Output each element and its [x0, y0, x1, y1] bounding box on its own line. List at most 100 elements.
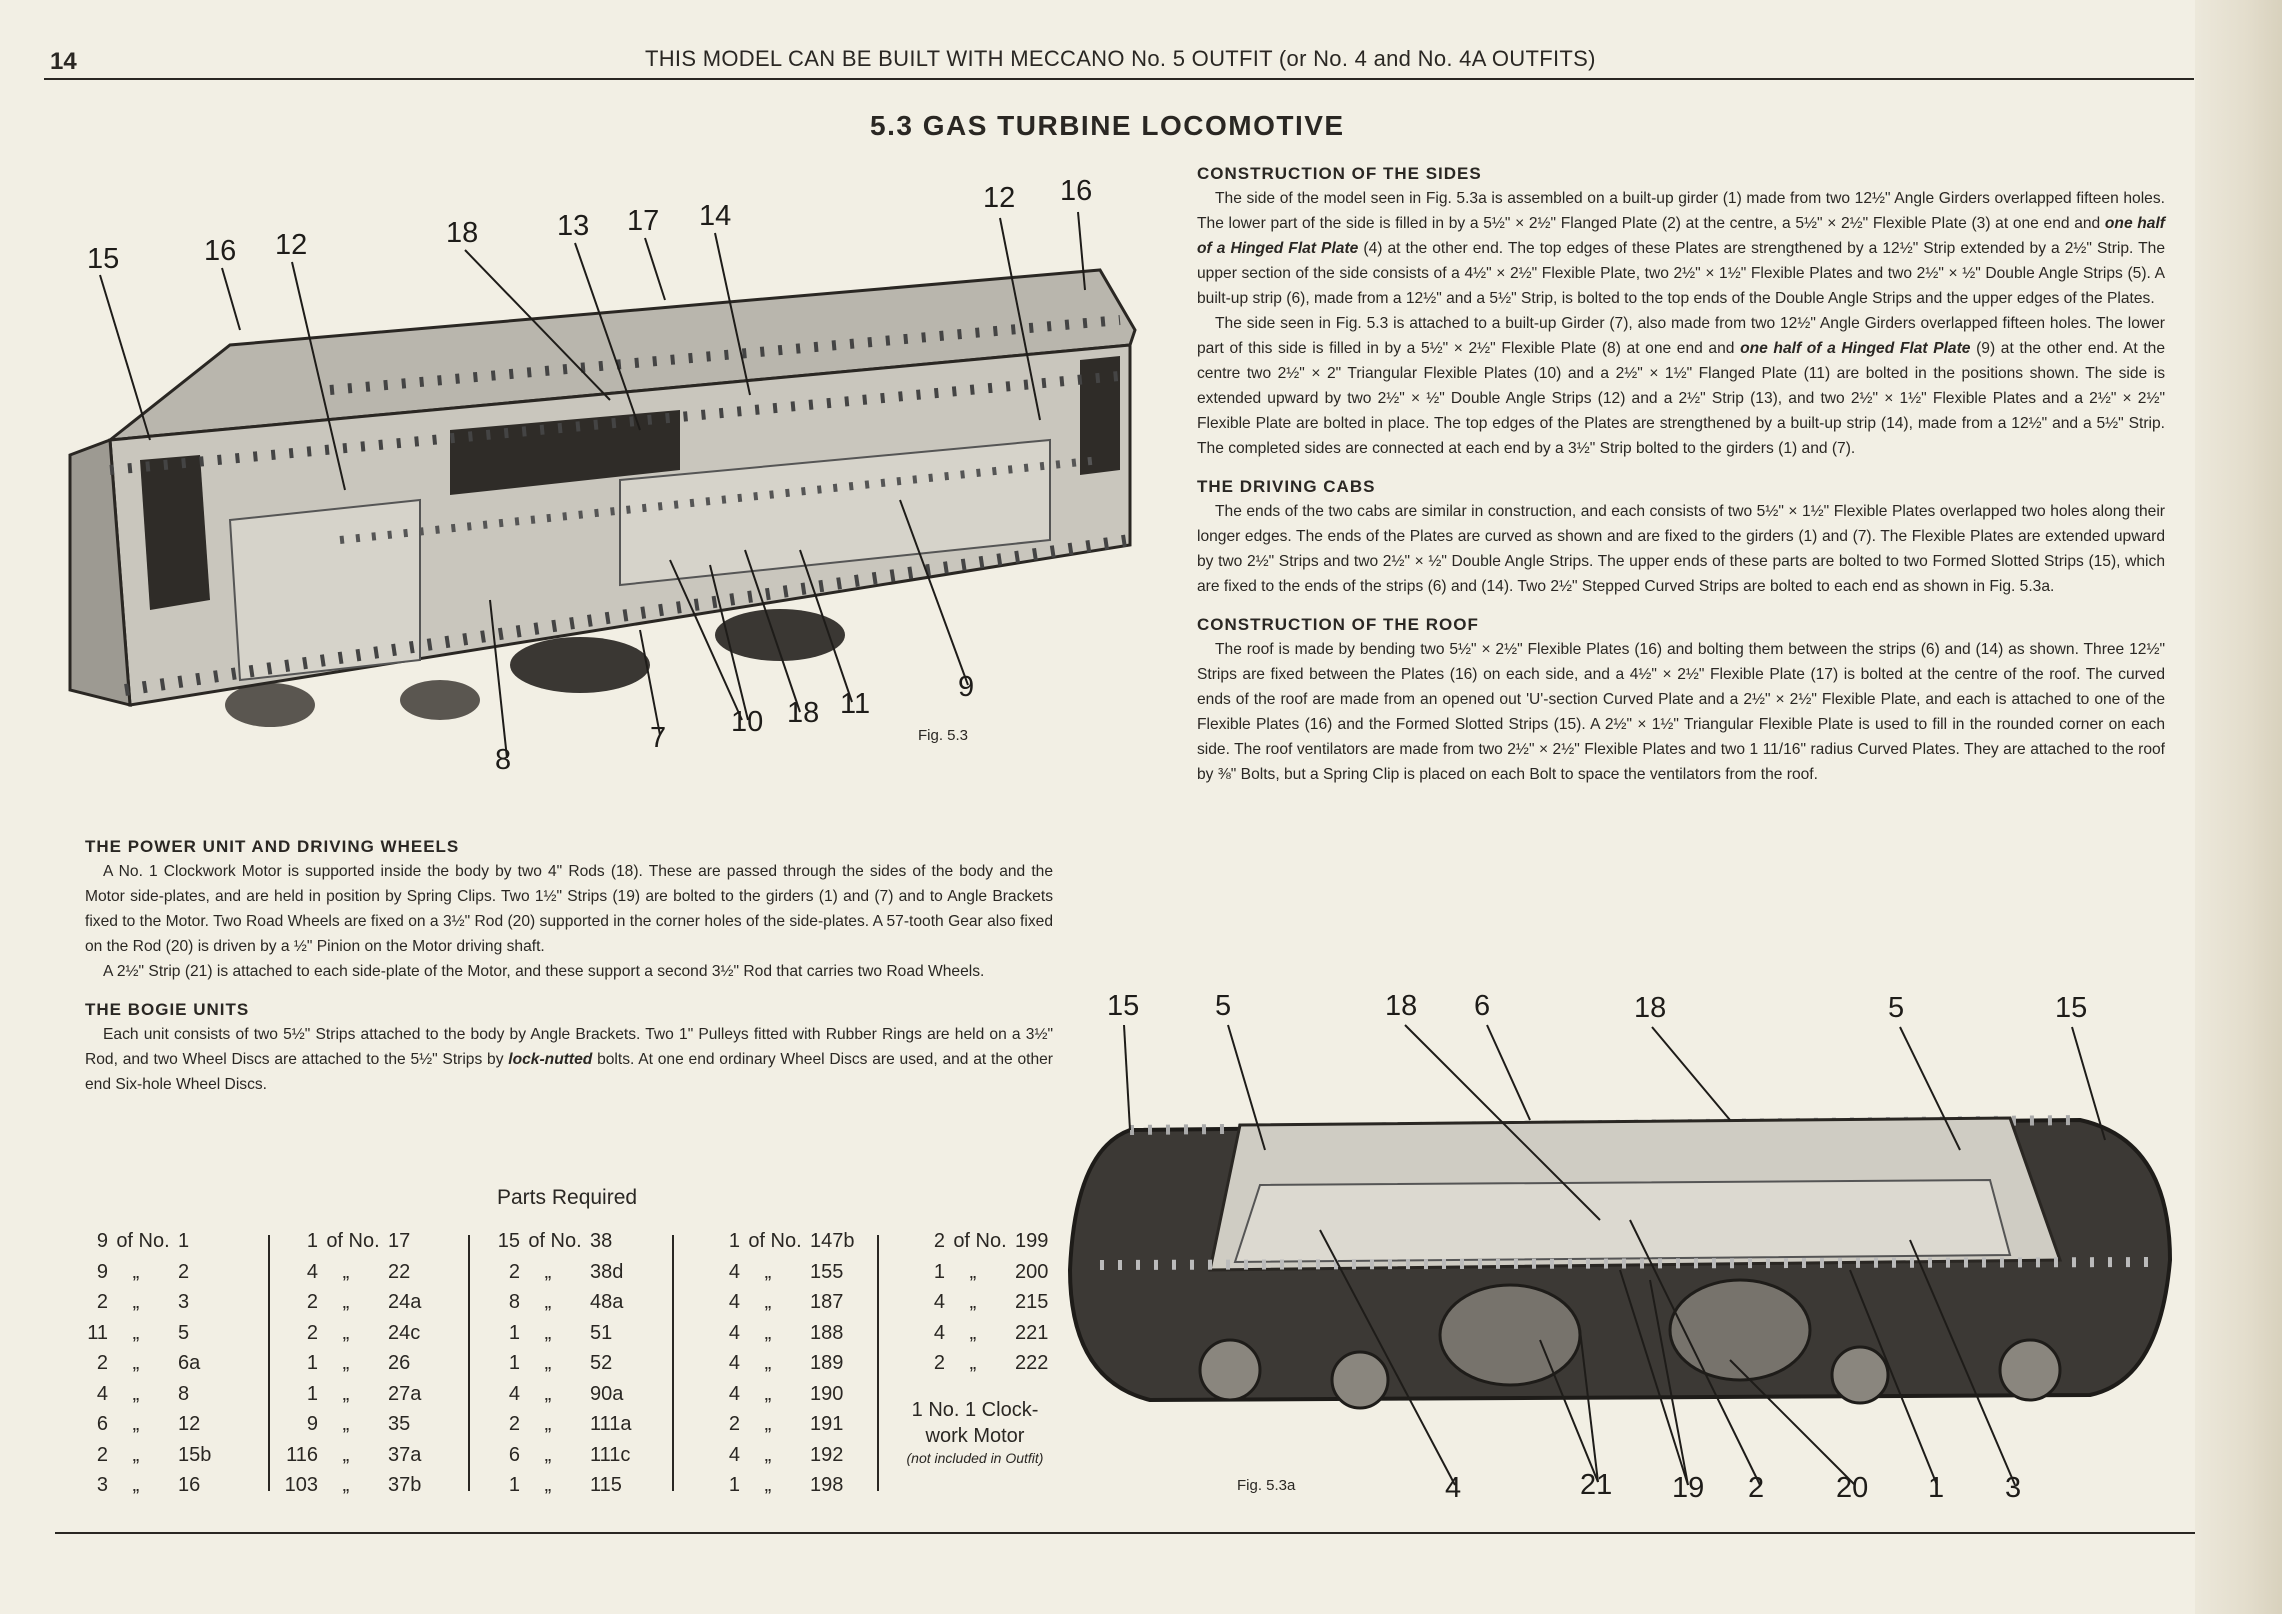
- part-quantity: 3: [96, 1474, 108, 1496]
- part-number: 37a: [388, 1443, 422, 1466]
- callout-label: 16: [204, 235, 237, 267]
- part-quantity: 2: [508, 1413, 520, 1435]
- ditto-mark: „: [342, 1382, 364, 1405]
- ditto-mark: „: [342, 1260, 364, 1283]
- figure-5-3a-chassis: [1067, 1115, 2173, 1410]
- part-number: 37b: [388, 1474, 422, 1496]
- part-number: 15b: [178, 1443, 212, 1466]
- of-no-label: of No.: [116, 1230, 170, 1252]
- part-quantity: 2: [728, 1413, 740, 1435]
- paragraph-text: (4) at the other end. The top edges of t…: [1197, 240, 2165, 307]
- ditto-mark: „: [544, 1413, 566, 1435]
- callout-label: 20: [1836, 1472, 1869, 1504]
- ditto-mark: „: [544, 1382, 566, 1405]
- part-number: 26: [388, 1352, 411, 1374]
- part-number: 2: [178, 1260, 190, 1283]
- paragraph: The side seen in Fig. 5.3 is attached to…: [1197, 311, 2165, 461]
- paragraph-text: A No. 1 Clockwork Motor is supported ins…: [85, 863, 1053, 955]
- parts-row: 4„189: [700, 1348, 865, 1379]
- part-number: 16: [178, 1474, 201, 1496]
- paragraph: A 2½" Strip (21) is attached to each sid…: [85, 959, 1053, 984]
- parts-row: 3„16: [68, 1470, 233, 1501]
- parts-row: 2„24c: [278, 1318, 443, 1349]
- parts-row: 4„8: [68, 1379, 233, 1410]
- part-number: 115: [590, 1474, 622, 1496]
- callout-label: 8: [495, 744, 512, 776]
- parts-row: 4„192: [700, 1440, 865, 1471]
- parts-row: 103„37b: [278, 1470, 443, 1501]
- paragraph-text: Each unit consists of two 5½" Strips att…: [85, 1026, 1053, 1068]
- part-quantity: 2: [96, 1352, 108, 1374]
- ditto-mark: „: [132, 1321, 154, 1344]
- callout-label: 10: [731, 706, 764, 738]
- section-heading: CONSTRUCTION OF THE SIDES: [1197, 164, 1482, 183]
- parts-row: 9„35: [278, 1409, 443, 1440]
- part-number: 191: [810, 1413, 844, 1435]
- figure-caption: Fig. 5.3a: [1237, 1477, 1296, 1494]
- parts-row: 2„222: [905, 1348, 1070, 1379]
- parts-row: 4„188: [700, 1318, 865, 1349]
- ditto-mark: „: [764, 1352, 786, 1374]
- part-quantity: 1: [306, 1382, 318, 1405]
- section-heading: CONSTRUCTION OF THE ROOF: [1197, 615, 1479, 634]
- part-quantity: 11: [87, 1321, 108, 1344]
- part-number: 1: [178, 1230, 190, 1252]
- of-no-label: of No.: [953, 1230, 1007, 1252]
- parts-row: 2„191: [700, 1409, 865, 1440]
- part-number: 52: [590, 1352, 613, 1374]
- part-number: 3: [178, 1291, 190, 1313]
- part-number: 6a: [178, 1352, 201, 1374]
- ditto-mark: „: [969, 1321, 991, 1344]
- parts-row: 2„15b: [68, 1440, 233, 1471]
- callout-label: 21: [1580, 1469, 1613, 1501]
- ditto-mark: „: [544, 1474, 566, 1496]
- part-quantity: 4: [728, 1352, 740, 1374]
- figure-caption: Fig. 5.3: [918, 727, 969, 744]
- parts-row: 4„190: [700, 1379, 865, 1410]
- part-quantity: 1: [306, 1230, 318, 1252]
- callout-label: 3: [2005, 1472, 2022, 1504]
- paragraph: Each unit consists of two 5½" Strips att…: [85, 1022, 1053, 1097]
- parts-row: 8„48a: [480, 1287, 645, 1318]
- ditto-mark: „: [132, 1443, 154, 1466]
- ditto-mark: „: [132, 1291, 154, 1313]
- callout-label: 18: [1634, 992, 1667, 1024]
- part-number: 190: [810, 1382, 844, 1405]
- part-number: 35: [388, 1413, 411, 1435]
- part-quantity: 2: [933, 1352, 945, 1374]
- part-quantity: 4: [96, 1382, 108, 1405]
- parts-row: 1„200: [905, 1257, 1070, 1288]
- paragraph: The roof is made by bending two 5½" × 2½…: [1197, 637, 2165, 787]
- part-number: 187: [810, 1291, 844, 1313]
- emphasis-text: lock-nutted: [508, 1051, 593, 1068]
- paragraph-text: The side of the model seen in Fig. 5.3a …: [1197, 190, 2165, 232]
- ditto-mark: „: [132, 1260, 154, 1283]
- motor-note: 1 No. 1 Clock-work Motor (not included i…: [895, 1397, 1055, 1467]
- part-number: 200: [1015, 1260, 1049, 1283]
- part-quantity: 2: [96, 1291, 108, 1313]
- parts-row: 2„111a: [480, 1409, 645, 1440]
- part-quantity: 4: [933, 1321, 945, 1344]
- parts-row: 1„52: [480, 1348, 645, 1379]
- part-quantity: 103: [284, 1474, 318, 1496]
- part-number: 17: [388, 1230, 411, 1252]
- column-divider: [268, 1235, 270, 1491]
- part-quantity: 1: [728, 1474, 740, 1496]
- emphasis-text: one half of a Hinged Flat Plate: [1740, 340, 1971, 357]
- right-column-text: CONSTRUCTION OF THE SIDES The side of the…: [1197, 162, 2165, 801]
- part-number: 38d: [590, 1260, 624, 1283]
- parts-row: 2„24a: [278, 1287, 443, 1318]
- callout-label: 13: [557, 210, 590, 242]
- part-quantity: 9: [96, 1230, 108, 1252]
- callout-label: 18: [1385, 990, 1418, 1022]
- callout-label: 4: [1445, 1472, 1462, 1504]
- part-quantity: 4: [728, 1382, 740, 1405]
- parts-row: 1„115: [480, 1470, 645, 1501]
